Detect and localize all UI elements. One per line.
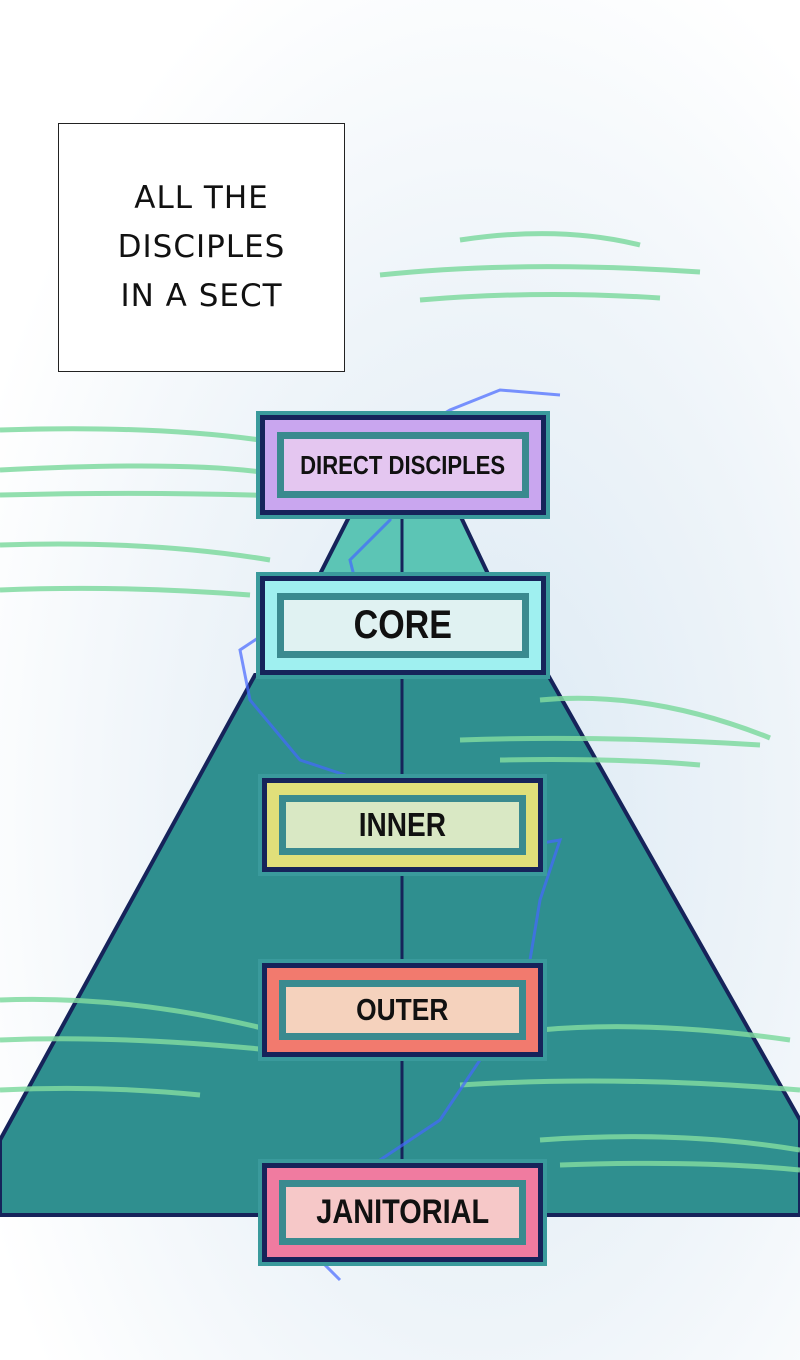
narration-line: DISCIPLES bbox=[117, 229, 286, 265]
tier-label: DIRECT DISCIPLES bbox=[300, 449, 506, 480]
tier-label: INNER bbox=[358, 806, 447, 843]
tier-label: JANITORIAL bbox=[316, 1193, 489, 1231]
narration-box: ALL THE DISCIPLES IN A SECT bbox=[58, 123, 345, 372]
tier-outer: OUTER bbox=[262, 963, 543, 1057]
narration-line: IN A SECT bbox=[120, 278, 283, 314]
tier-janitorial: JANITORIAL bbox=[262, 1163, 543, 1262]
tier-direct-disciples: DIRECT DISCIPLES bbox=[260, 415, 546, 515]
tier-label: CORE bbox=[353, 603, 453, 647]
tier-label: OUTER bbox=[356, 992, 449, 1027]
tier-core: CORE bbox=[260, 576, 546, 675]
narration-line: ALL THE bbox=[134, 180, 269, 216]
tier-inner: INNER bbox=[262, 778, 543, 872]
pyramid-body bbox=[0, 673, 800, 1217]
cloud-decorations bbox=[0, 231, 800, 1173]
pyramid-top bbox=[314, 513, 494, 580]
